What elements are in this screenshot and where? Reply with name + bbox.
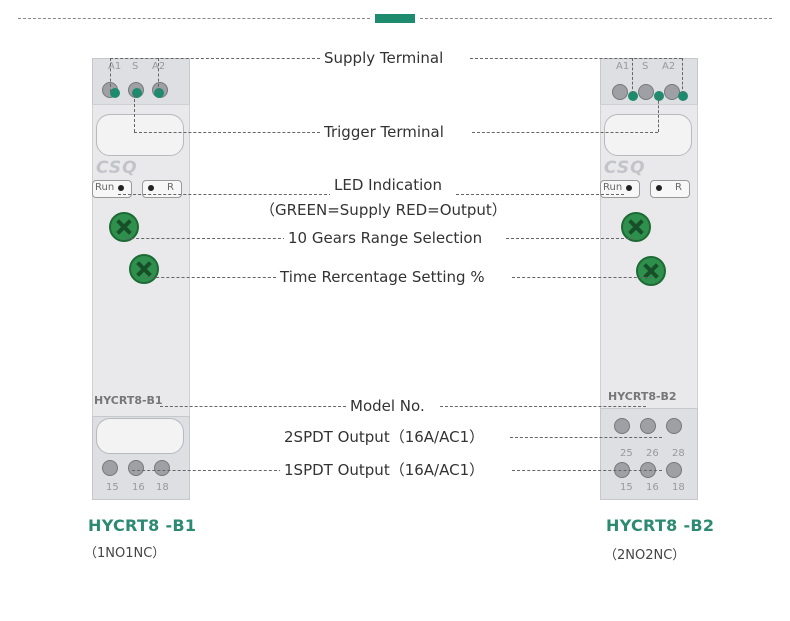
screw-icon	[638, 84, 654, 100]
callout-led-legend: （GREEN=Supply RED=Output）	[256, 200, 511, 220]
terminal-marker-icon	[154, 88, 164, 98]
output-cover	[96, 418, 184, 454]
bottom-terminal-label: 15	[620, 482, 633, 493]
bottom-terminal-label: 18	[672, 482, 685, 493]
header-accent-bar	[375, 14, 415, 23]
terminal-marker-icon	[628, 91, 638, 101]
screw-icon	[612, 84, 628, 100]
leader-line	[118, 194, 332, 195]
header-divider-right	[420, 18, 772, 19]
leader-line	[146, 277, 276, 278]
r-label: R	[167, 182, 174, 193]
range-knob	[621, 212, 651, 242]
screw-icon	[666, 462, 682, 478]
r-indicator: R	[142, 180, 182, 198]
run-led-icon	[118, 185, 124, 191]
model-variant-b1: （1NO1NC）	[84, 546, 166, 561]
top-terminal-label: A1	[616, 61, 630, 72]
bottom-terminal-label: 16	[132, 482, 145, 493]
leader-line	[440, 406, 646, 407]
top-terminal-label: S	[132, 61, 139, 72]
screw-icon	[154, 460, 170, 476]
leader-line	[158, 58, 159, 92]
r-label: R	[675, 182, 682, 193]
r-led-icon	[656, 185, 662, 191]
model-caption-b1: HYCRT8 -B1	[88, 516, 197, 535]
model-caption-b2: HYCRT8 -B2	[606, 516, 715, 535]
model-variant-b2: （2NO2NC）	[604, 548, 686, 563]
run-indicator: Run	[600, 180, 640, 198]
screw-icon	[128, 460, 144, 476]
header-divider-left	[18, 18, 370, 19]
bottom-terminal-label: 16	[646, 482, 659, 493]
terminal-cover	[604, 114, 692, 156]
bottom-terminal-label: 15	[106, 482, 119, 493]
callout-range-selection: 10 Gears Range Selection	[284, 228, 487, 248]
top-terminal-label: S	[642, 61, 649, 72]
leader-line	[126, 238, 286, 239]
percentage-knob	[129, 254, 159, 284]
callout-2spdt-output: 2SPDT Output（16A/AC1）	[280, 427, 489, 447]
screw-icon	[102, 460, 118, 476]
leader-line	[456, 194, 624, 195]
callout-supply-terminal: Supply Terminal	[320, 48, 448, 68]
run-label: Run	[95, 182, 115, 193]
screw-icon	[640, 418, 656, 434]
mid-terminal-label: 25	[620, 448, 633, 459]
leader-line	[110, 58, 111, 92]
top-terminal-label: A2	[662, 61, 676, 72]
leader-line	[134, 132, 320, 133]
run-label: Run	[603, 182, 623, 193]
leader-line	[510, 437, 662, 438]
callout-time-setting: Time Rercentage Setting %	[276, 267, 489, 287]
leader-line	[160, 406, 346, 407]
callout-led-indication: LED Indication	[330, 175, 446, 195]
model-print: HYCRT8-B2	[608, 390, 677, 403]
leader-line	[134, 94, 135, 132]
callout-trigger-terminal: Trigger Terminal	[320, 122, 448, 142]
leader-line	[506, 238, 634, 239]
callout-model-no: Model No.	[346, 396, 429, 416]
mid-terminal-label: 28	[672, 448, 685, 459]
mid-terminal-label: 26	[646, 448, 659, 459]
leader-line	[512, 470, 662, 471]
relay-b1-image: A1 S A2 CSQ Run R HYCRT8-B1 15 16 18	[92, 58, 190, 500]
leader-line	[658, 96, 659, 132]
brand-logo: CSQ	[604, 158, 646, 178]
leader-line	[470, 58, 682, 59]
callout-1spdt-output: 1SPDT Output（16A/AC1）	[280, 460, 489, 480]
range-knob	[109, 212, 139, 242]
model-print: HYCRT8-B1	[94, 394, 163, 407]
leader-line	[682, 58, 683, 94]
terminal-marker-icon	[110, 88, 120, 98]
terminal-marker-icon	[654, 91, 664, 101]
leader-line	[110, 58, 320, 59]
percentage-knob	[636, 256, 666, 286]
leader-line	[132, 470, 282, 471]
terminal-marker-icon	[132, 88, 142, 98]
relay-b2-image: A1 S A2 CSQ Run R HYCRT8-B2 25 26 28 15 …	[600, 58, 698, 500]
leader-line	[512, 277, 652, 278]
screw-icon	[666, 418, 682, 434]
terminal-marker-icon	[678, 91, 688, 101]
leader-line	[632, 58, 633, 94]
r-indicator: R	[650, 180, 690, 198]
run-led-icon	[626, 185, 632, 191]
r-led-icon	[148, 185, 154, 191]
run-indicator: Run	[92, 180, 132, 198]
terminal-cover	[96, 114, 184, 156]
brand-logo: CSQ	[96, 158, 138, 178]
leader-line	[472, 132, 658, 133]
screw-icon	[614, 418, 630, 434]
top-terminal-label: A1	[108, 61, 122, 72]
bottom-terminal-label: 18	[156, 482, 169, 493]
